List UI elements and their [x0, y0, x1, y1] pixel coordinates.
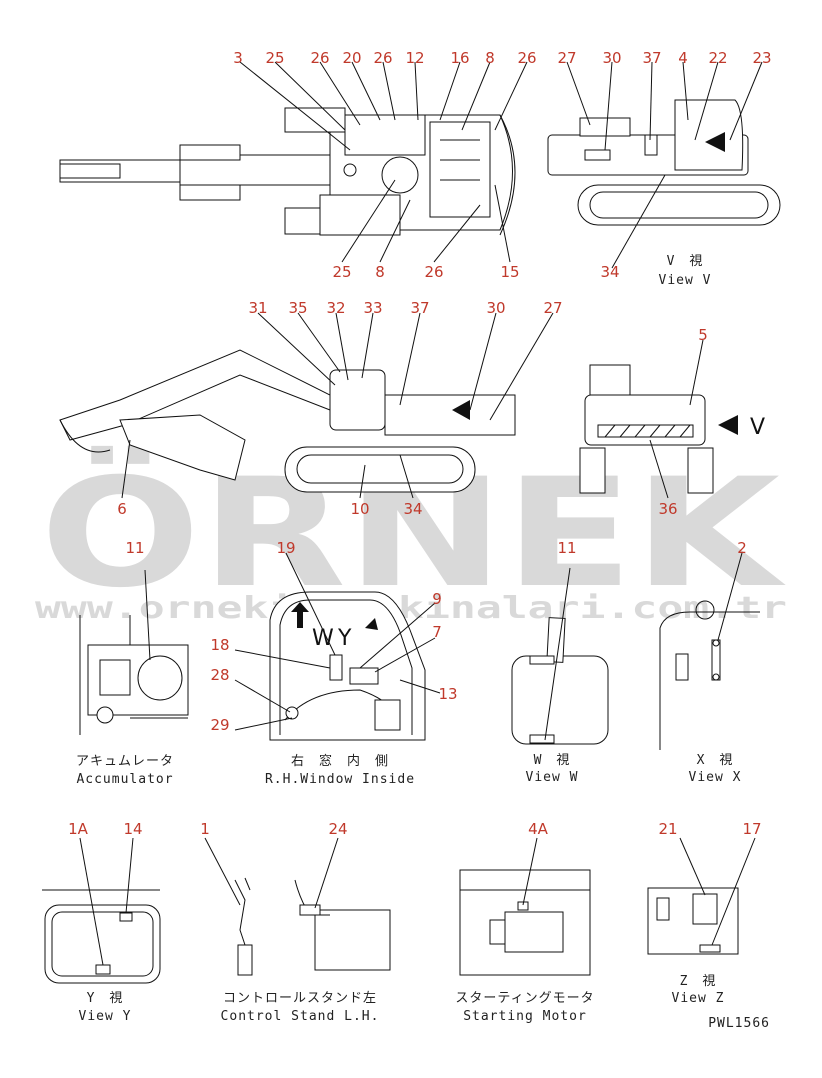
side-view-leaders — [121, 312, 554, 499]
callout-17: 17 — [742, 820, 761, 838]
callout-23: 23 — [752, 49, 771, 67]
callout-1a: 1A — [68, 820, 89, 838]
callout-26: 26 — [424, 263, 443, 281]
callout-30: 30 — [602, 49, 621, 67]
callout-31: 31 — [248, 299, 267, 317]
caption-window-jp: 右 窓 内 側 — [291, 753, 389, 769]
callout-26: 26 — [310, 49, 329, 67]
callout-10: 10 — [350, 500, 369, 518]
view-z-drawing — [647, 837, 756, 955]
caption-view-w-jp: W 視 — [534, 753, 571, 768]
view-v-leaders — [566, 61, 763, 269]
view-w-drawing — [511, 567, 609, 745]
caption-accumulator-en: Accumulator — [76, 772, 173, 787]
watermark-url: www.ornekiismakinalari.com.tr — [35, 591, 787, 626]
view-y-drawing — [42, 837, 161, 984]
callout-34: 34 — [403, 500, 422, 518]
callout-27: 27 — [543, 299, 562, 317]
callout-5: 5 — [698, 326, 708, 344]
callout-3: 3 — [233, 49, 243, 67]
caption-view-v-en: View V — [659, 273, 712, 288]
callout-35: 35 — [288, 299, 307, 317]
callout-32: 32 — [326, 299, 345, 317]
callout-33: 33 — [363, 299, 382, 317]
caption-view-w-en: View W — [526, 770, 579, 785]
w-label: W — [312, 626, 334, 651]
caption-view-v-jp: V 視 — [667, 254, 704, 269]
callout-2: 2 — [737, 539, 747, 557]
drawing-code: PWL1566 — [708, 1016, 770, 1031]
caption-view-x-en: View X — [689, 770, 742, 785]
callout-37: 37 — [642, 49, 661, 67]
callout-16: 16 — [450, 49, 469, 67]
caption-window-en: R.H.Window Inside — [265, 772, 415, 787]
callout-15: 15 — [500, 263, 519, 281]
callout-37: 37 — [410, 299, 429, 317]
callout-18: 18 — [210, 636, 229, 654]
v-arrow-label: V — [750, 415, 765, 440]
callout-11-w: 11 — [557, 539, 576, 557]
callout-21: 21 — [658, 820, 677, 838]
callout-25: 25 — [265, 49, 284, 67]
view-v-callouts: 27 30 37 4 22 23 34 V 視 View V — [557, 49, 771, 288]
callout-6: 6 — [117, 500, 127, 518]
callout-28: 28 — [210, 666, 229, 684]
caption-view-z-jp: Z 視 — [680, 974, 717, 989]
caption-view-z-en: View Z — [672, 991, 725, 1006]
callout-9: 9 — [432, 590, 442, 608]
side-view-callouts: 31 35 32 33 37 30 27 6 10 34 — [117, 299, 562, 518]
callout-26: 26 — [517, 49, 536, 67]
callout-27: 27 — [557, 49, 576, 67]
y-label: Y — [337, 626, 352, 651]
callout-34: 34 — [600, 263, 619, 281]
rear-view-leaders — [649, 339, 704, 499]
callout-4: 4 — [678, 49, 688, 67]
callout-20: 20 — [342, 49, 361, 67]
caption-view-x-jp: X 視 — [697, 753, 734, 768]
callout-4a: 4A — [528, 820, 549, 838]
window-leaders — [234, 552, 441, 731]
callout-29: 29 — [210, 716, 229, 734]
callout-13: 13 — [438, 685, 457, 703]
callout-22: 22 — [708, 49, 727, 67]
callout-8: 8 — [485, 49, 495, 67]
callout-19: 19 — [276, 539, 295, 557]
callout-12: 12 — [405, 49, 424, 67]
callout-25: 25 — [332, 263, 351, 281]
callout-7: 7 — [432, 623, 442, 641]
callout-14: 14 — [123, 820, 142, 838]
callout-36: 36 — [658, 500, 677, 518]
starting-motor-drawing — [459, 837, 591, 976]
control-stand-drawing — [204, 837, 391, 976]
window-drawing: W Y — [269, 591, 426, 741]
caption-view-y-en: View Y — [79, 1009, 132, 1024]
caption-control-jp: コントロールスタンド左 — [223, 991, 377, 1006]
callout-8: 8 — [375, 263, 385, 281]
rear-view-machine: V — [579, 364, 765, 494]
caption-motor-en: Starting Motor — [463, 1009, 587, 1024]
view-x-drawing — [659, 552, 760, 750]
callout-26: 26 — [373, 49, 392, 67]
top-view-leaders — [239, 61, 528, 263]
callout-30: 30 — [486, 299, 505, 317]
callout-11: 11 — [125, 539, 144, 557]
top-view-callouts: 3 25 26 20 26 12 16 8 26 25 8 26 15 — [233, 49, 536, 281]
caption-view-y-jp: Y 視 — [87, 991, 124, 1006]
caption-control-en: Control Stand L.H. — [221, 1009, 380, 1024]
callout-1: 1 — [200, 820, 210, 838]
caption-motor-jp: スターティングモータ — [455, 991, 594, 1006]
top-view-machine — [59, 107, 516, 236]
accumulator-drawing — [79, 569, 189, 735]
view-v-machine — [547, 99, 781, 226]
caption-accumulator-jp: アキュムレータ — [76, 754, 174, 769]
callout-24: 24 — [328, 820, 347, 838]
